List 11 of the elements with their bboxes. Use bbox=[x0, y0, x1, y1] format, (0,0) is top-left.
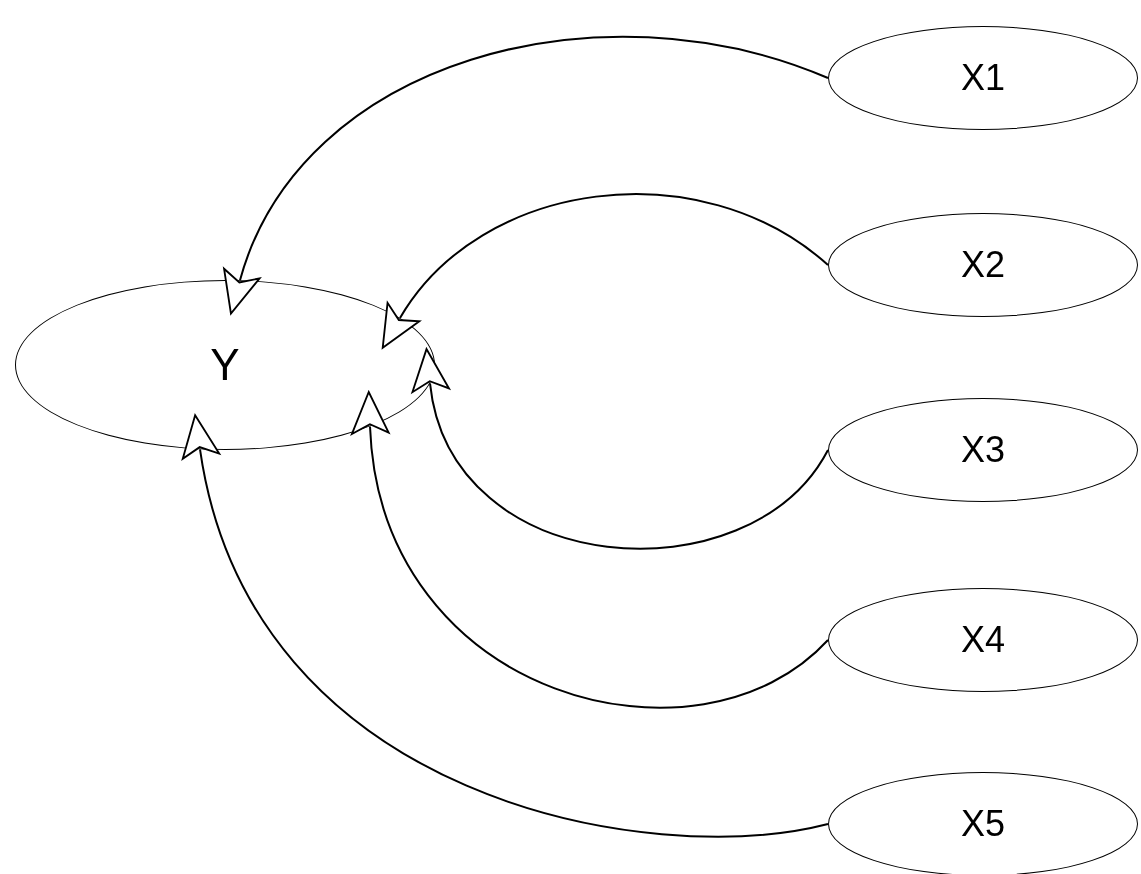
curved-arrow bbox=[351, 391, 829, 709]
node-label: X4 bbox=[960, 619, 1005, 661]
node-label: X3 bbox=[960, 429, 1005, 471]
node-label: X1 bbox=[960, 57, 1005, 99]
curved-arrow bbox=[224, 36, 829, 314]
curved-arrow bbox=[379, 193, 829, 348]
curved-arrow bbox=[182, 414, 829, 838]
node-label: Y bbox=[210, 340, 240, 390]
node-label: X5 bbox=[960, 803, 1005, 845]
node-label: X2 bbox=[960, 244, 1005, 286]
curved-arrow bbox=[412, 348, 829, 550]
